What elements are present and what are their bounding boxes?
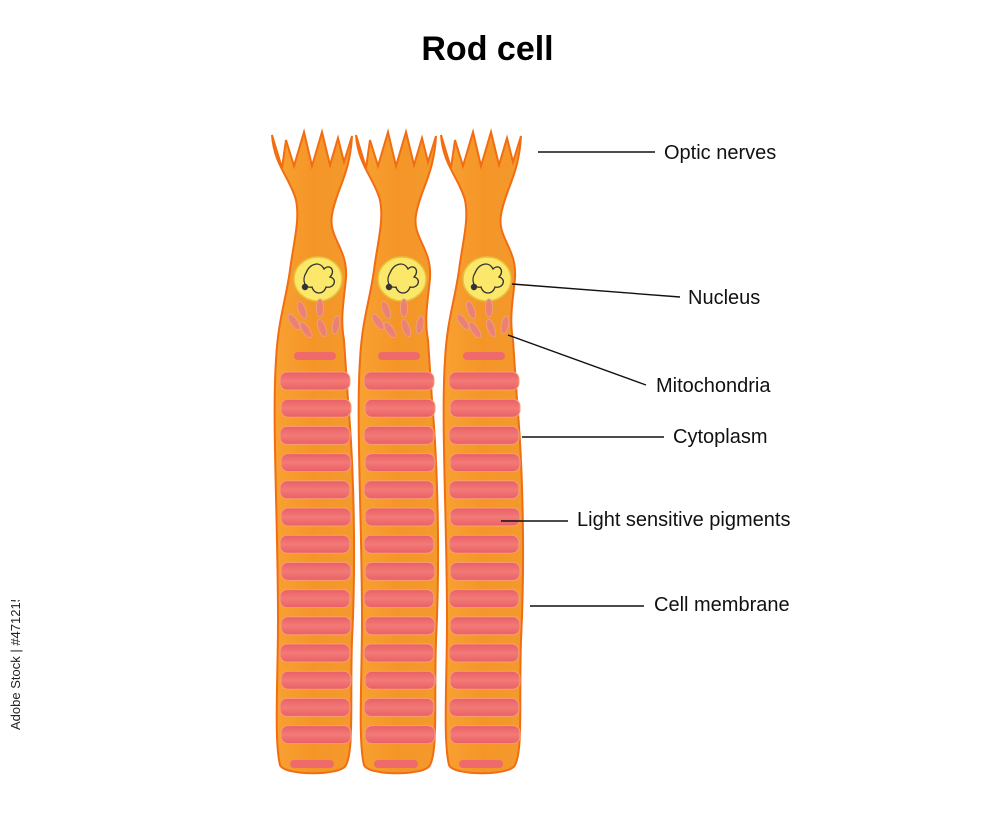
pigment-disc [363,643,435,663]
pigment-disc [364,616,436,636]
rod-cell [271,128,356,775]
nucleus-leader-line [511,283,681,298]
mitochondrion [500,315,510,335]
pigment-disc [294,352,336,360]
mitochondrion [316,318,328,338]
pigment-disc [364,398,436,418]
nucleolus [301,283,309,291]
stock-id-text: Adobe Stock | #471215463 [8,600,23,730]
pigment-disc [364,507,436,527]
pigment-disc [279,643,351,663]
pigment-disc [280,398,352,418]
membrane-label: Cell membrane [654,594,790,616]
pigment-disc [364,670,436,690]
pigment-disc [279,480,351,500]
mitochondrion [315,298,325,318]
pigment-disc [448,425,520,445]
pigment-disc [279,534,351,554]
pigment-disc [449,616,521,636]
optic-nerves-label: Optic nerves [664,142,777,164]
pigment-disc [364,561,436,581]
nucleus-label: Nucleus [688,287,761,309]
pigment-disc [279,589,351,609]
pigment-disc [448,371,520,391]
pigment-disc [363,589,435,609]
nucleolus [385,283,393,291]
pigment-disc [363,371,435,391]
pigment-disc [459,760,503,768]
mitochondrion [371,313,385,331]
mitochondria-label: Mitochondria [656,375,771,397]
chromatin [472,263,504,294]
pigment-disc [449,725,521,745]
pigment-disc [279,697,351,717]
mitochondrion [400,318,412,338]
pigments-label: Light sensitive pigments [577,509,791,531]
chromatin [387,263,419,294]
pigment-disc [279,371,351,391]
pigment-disc [363,534,435,554]
pigment-disc [374,760,418,768]
pigment-disc [449,453,521,473]
pigment-disc [363,480,435,500]
mitochondrion [456,313,470,331]
nucleolus [470,283,478,291]
pigment-disc [448,643,520,663]
pigment-disc [449,561,521,581]
mitochondrion [383,321,397,339]
pigment-disc [363,425,435,445]
pigment-disc [448,480,520,500]
pigment-disc [463,352,505,360]
pigment-disc [378,352,420,360]
mitochondrion [399,298,409,318]
pigment-disc [280,616,352,636]
mitochondrion [331,315,341,335]
mitochondrion [415,315,425,335]
chromatin [303,263,335,294]
rod-cell [440,128,525,775]
pigment-disc [280,725,352,745]
pigment-disc [290,760,334,768]
mitochondrion [468,321,482,339]
mitochondrion [380,300,392,320]
mitochondrion [465,300,477,320]
rod-cells-group [271,128,525,775]
pigment-disc [280,453,352,473]
pigment-disc [279,425,351,445]
cytoplasm-label: Cytoplasm [673,426,768,448]
pigment-disc [280,670,352,690]
pigment-disc [448,589,520,609]
pigment-disc [364,453,436,473]
pigment-disc [280,561,352,581]
mitochondrion [287,313,301,331]
rod-cell [355,128,440,775]
pigment-disc [448,534,520,554]
mitochondrion [299,321,313,339]
pigment-disc [449,670,521,690]
pigment-disc [364,725,436,745]
pigment-disc [280,507,352,527]
mitochondria-leader-line [507,334,647,386]
pigment-disc [449,507,521,527]
pigment-disc [363,697,435,717]
mitochondrion [296,300,308,320]
mitochondrion [485,318,497,338]
stock-id-label: Adobe Stock | #471215463 [8,600,23,730]
pigment-disc [449,398,521,418]
leader-lines [501,151,681,607]
mitochondrion [484,298,494,318]
diagram-title: Rod cell [421,30,554,68]
pigment-disc [448,697,520,717]
